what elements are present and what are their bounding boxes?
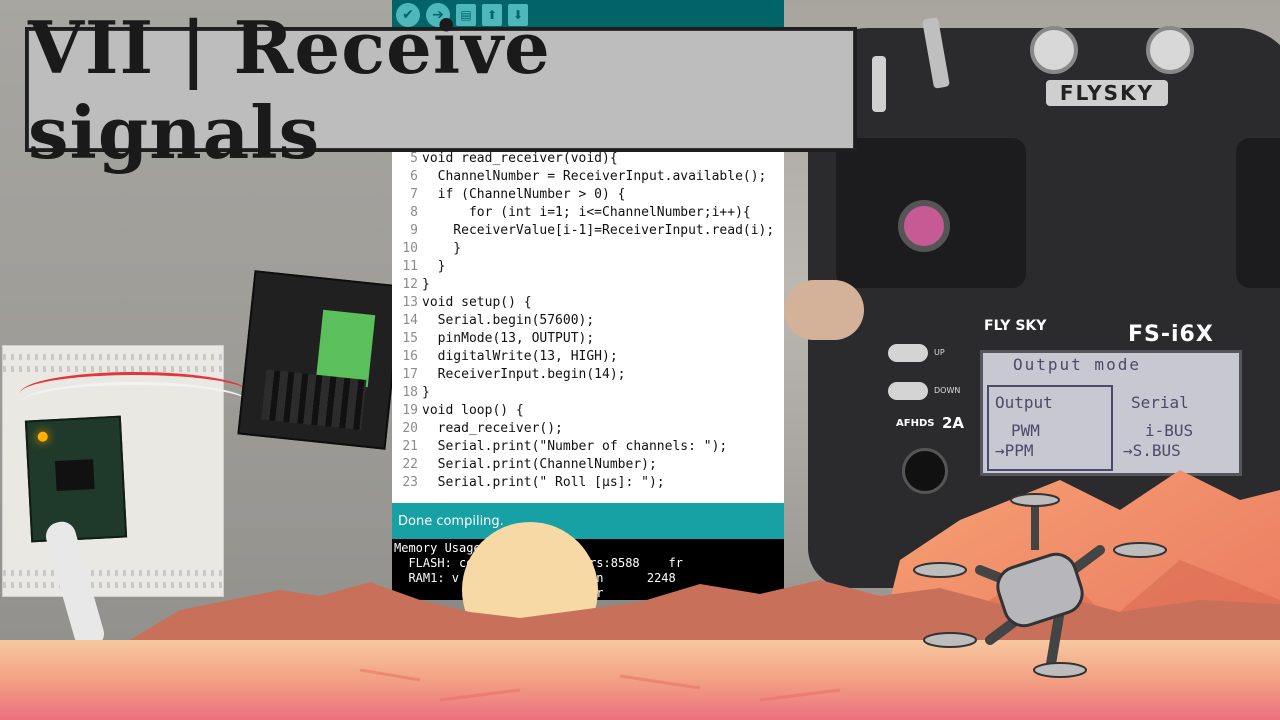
console-line: RAM1: v ode:10288, n 2248 (394, 571, 676, 585)
code-line: 10 } (402, 241, 462, 256)
lcd-col1-title: Output (995, 393, 1053, 412)
code-line: 15 pinMode(13, OUTPUT); (402, 331, 595, 346)
left-gimbal (836, 138, 1026, 288)
toggle-switch (872, 56, 886, 112)
red-wire (20, 372, 250, 415)
teensy-board (24, 415, 128, 543)
status-text: Done compiling. (398, 513, 504, 529)
knob-icon (1030, 26, 1078, 74)
code-line: 12} (402, 277, 430, 292)
console-line: Memory Usage 0: (394, 541, 539, 555)
up-label: UP (934, 348, 945, 357)
dial-icon (902, 448, 948, 494)
logo-label: FLY SKY (984, 318, 1047, 334)
white-wire (20, 382, 250, 425)
lcd-title: Output mode (1013, 355, 1141, 374)
lcd-screen: Output mode Output PWM →PPM Serial i-BUS… (980, 350, 1242, 476)
console-line: FLASH: co 2968, headers:8588 fr (394, 556, 683, 570)
code-line: 20 read_receiver(); (402, 421, 563, 436)
afhds-label: AFHDS (896, 418, 935, 429)
code-line: 23 Serial.print(" Roll [µs]: "); (402, 475, 665, 490)
code-line: 7 if (ChannelNumber > 0) { (410, 187, 626, 202)
lcd-col2-opt2: →S.BUS (1123, 441, 1181, 460)
console-line: v free for (394, 586, 604, 600)
code-line: 16 digitalWrite(13, HIGH); (402, 349, 618, 364)
title-banner: VII | Receive signals (25, 4, 857, 175)
console-output: Memory Usage 0: FLASH: co 2968, headers:… (392, 539, 784, 600)
transmitter-body (808, 28, 1280, 588)
led-icon (37, 431, 48, 442)
code-line: 17 ReceiverInput.begin(14); (402, 367, 626, 382)
right-photo-transmitter: FLYSKY FLY SKY FS-i6X UP DOWN AFHDS 2A O… (784, 0, 1280, 720)
rc-receiver (237, 270, 392, 450)
stick-icon (898, 200, 950, 252)
lcd-col1-opt2: →PPM (995, 441, 1034, 460)
lcd-col1-opt1: PWM (1011, 421, 1040, 440)
afhds-version: 2A (942, 414, 965, 432)
verify-icon[interactable]: ✔ (396, 3, 420, 27)
brand-label: FLYSKY (1046, 80, 1168, 106)
save-icon[interactable]: ⬇ (508, 4, 528, 26)
ide-toolbar: ✔ ➔ ▤ ⬆ ⬇ (392, 0, 784, 30)
new-icon[interactable]: ▤ (456, 4, 476, 26)
code-line: 21 Serial.print("Number of channels: "); (402, 439, 728, 454)
compile-status-bar: Done compiling. (392, 503, 784, 539)
page-title: VII | Receive signals (28, 4, 551, 175)
code-line: 18} (402, 385, 430, 400)
thumb (784, 280, 864, 340)
code-line: 11 } (402, 259, 446, 274)
code-line: 6 ChannelNumber = ReceiverInput.availabl… (410, 169, 767, 184)
down-label: DOWN (934, 386, 961, 395)
upload-icon[interactable]: ➔ (426, 3, 450, 27)
right-gimbal (1236, 138, 1280, 288)
code-line: 9 ReceiverValue[i-1]=ReceiverInput.read(… (410, 223, 775, 238)
code-line: 14 Serial.begin(57600); (402, 313, 595, 328)
code-line: 22 Serial.print(ChannelNumber); (402, 457, 657, 472)
lcd-col2-opt1: i-BUS (1145, 421, 1194, 440)
model-label: FS-i6X (1128, 322, 1214, 347)
code-line: 8 for (int i=1; i<=ChannelNumber;i++){ (410, 205, 751, 220)
down-button (888, 382, 928, 400)
knob-icon (1146, 26, 1194, 74)
ground-strokes (359, 668, 841, 702)
lcd-col2-title: Serial (1131, 393, 1189, 412)
open-icon[interactable]: ⬆ (482, 4, 502, 26)
up-button (888, 344, 928, 362)
